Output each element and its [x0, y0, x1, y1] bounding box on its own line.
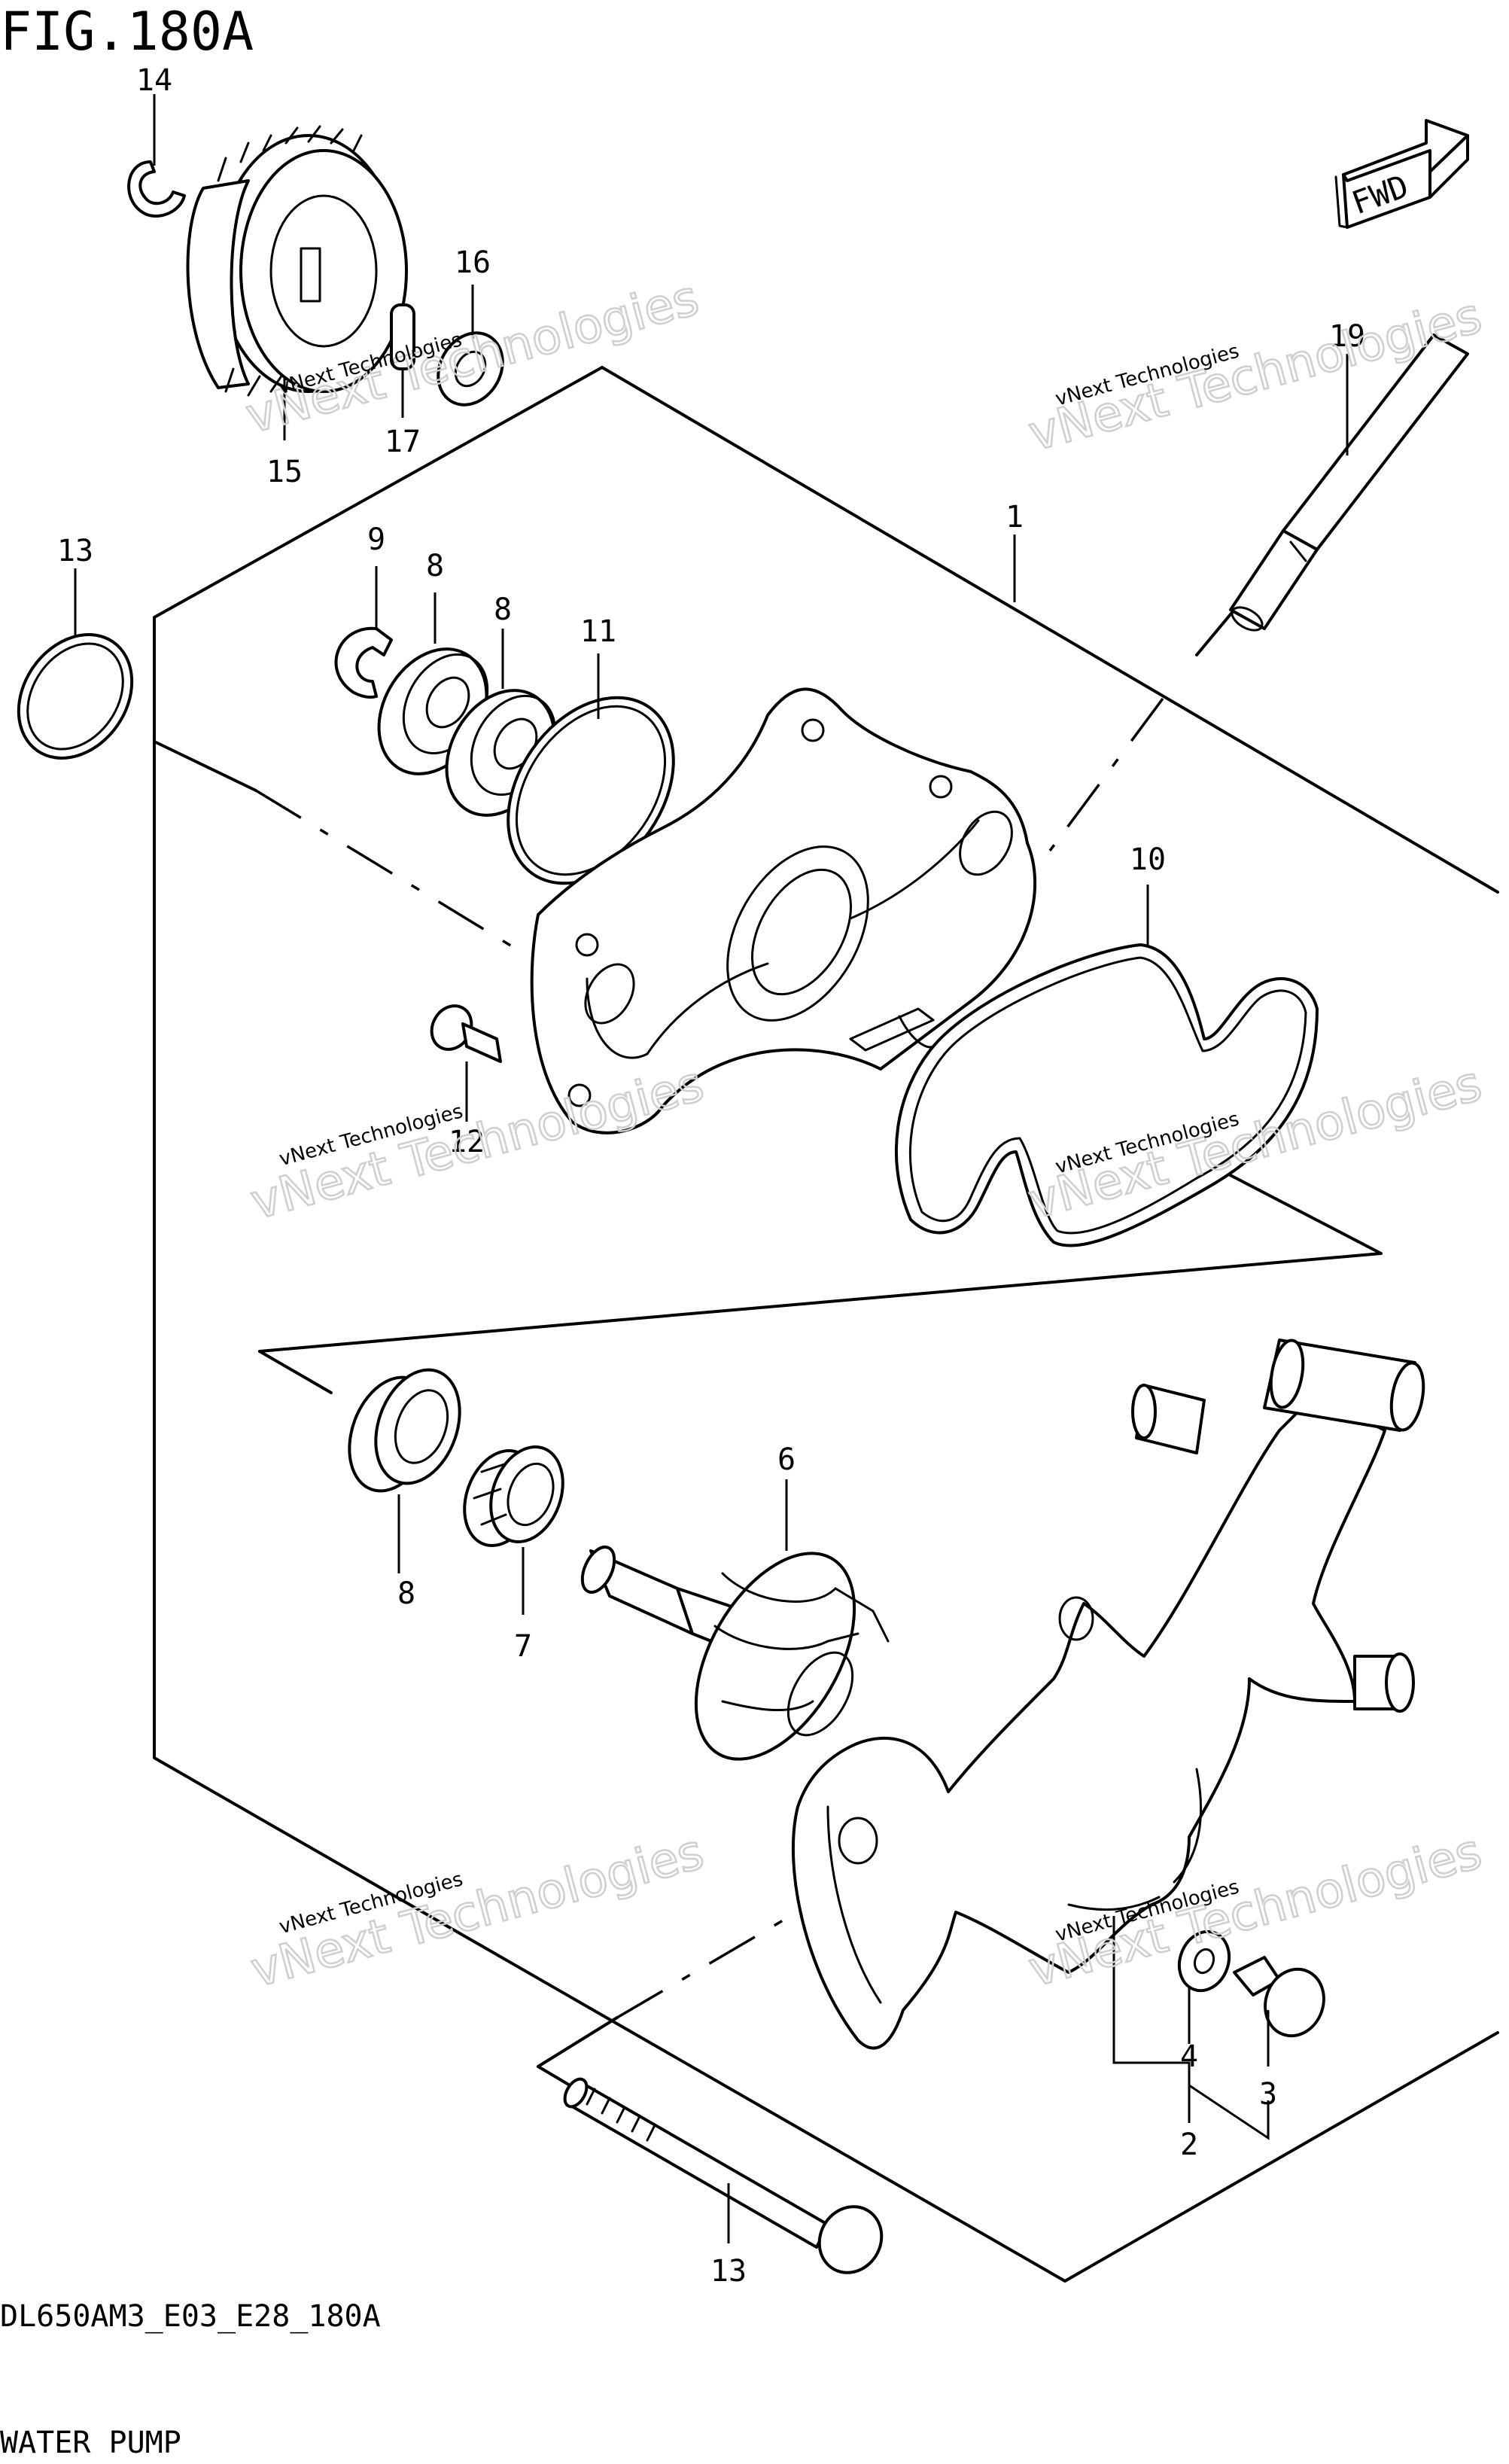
- callout-19: 19: [1329, 319, 1365, 354]
- hose-19: [1229, 334, 1469, 632]
- callout-15: 14: [136, 63, 172, 98]
- callout-5: 6: [777, 1442, 796, 1477]
- impeller-shaft-5: [580, 1546, 890, 1761]
- bolt-3: [1233, 1956, 1325, 2038]
- gasket-10: [894, 943, 1319, 1247]
- callouts: 14 15 16 17 13 9 8 8 11 1 19 10 12 6 8 7…: [57, 63, 1365, 2289]
- bolt-13: [563, 2077, 884, 2274]
- callout-1: 1: [1005, 500, 1024, 535]
- callout-12: 12: [449, 1125, 485, 1159]
- figure-title: FIG.180A: [0, 1, 254, 62]
- callout-2: 2: [1180, 2127, 1198, 2162]
- drive-gear-16: [186, 125, 408, 397]
- screw-12: [430, 1004, 502, 1063]
- circlip-15: [127, 160, 186, 218]
- callout-6: 7: [514, 1629, 532, 1664]
- figure-code: DL650AM3_E03_E28_180A: [0, 2299, 381, 2334]
- callout-4: 4: [1180, 2039, 1198, 2074]
- o-ring-11: [507, 696, 675, 885]
- callout-14: 13: [57, 534, 93, 568]
- fwd-arrow-icon: FWD: [1334, 119, 1469, 229]
- o-ring-14: [17, 633, 134, 760]
- callout-7: 8: [397, 1576, 415, 1611]
- figure-caption: WATER PUMP: [0, 2426, 181, 2460]
- callout-11: 11: [580, 614, 616, 649]
- callout-9: 9: [367, 522, 385, 557]
- callout-8a: 8: [426, 549, 444, 583]
- washer-4: [1177, 1929, 1231, 1993]
- pump-case-cover: [530, 687, 1036, 1135]
- mechanical-seal-6: [463, 1445, 564, 1547]
- circlip-9: [334, 626, 393, 699]
- callout-16: 15: [266, 455, 303, 489]
- watermark-e: vNext Technologies vNext Technologies: [245, 1823, 710, 2000]
- pump-body: [791, 1339, 1425, 2050]
- washer-17: [437, 331, 504, 407]
- callout-13: 13: [710, 2254, 747, 2289]
- oil-seal-7: [348, 1368, 461, 1493]
- callout-3: 3: [1259, 2077, 1277, 2112]
- leader-lines: [74, 94, 1349, 2243]
- callout-18: 17: [385, 425, 421, 459]
- callout-10: 10: [1130, 842, 1166, 877]
- callout-17: 16: [455, 245, 491, 280]
- callout-8b: 8: [494, 592, 512, 627]
